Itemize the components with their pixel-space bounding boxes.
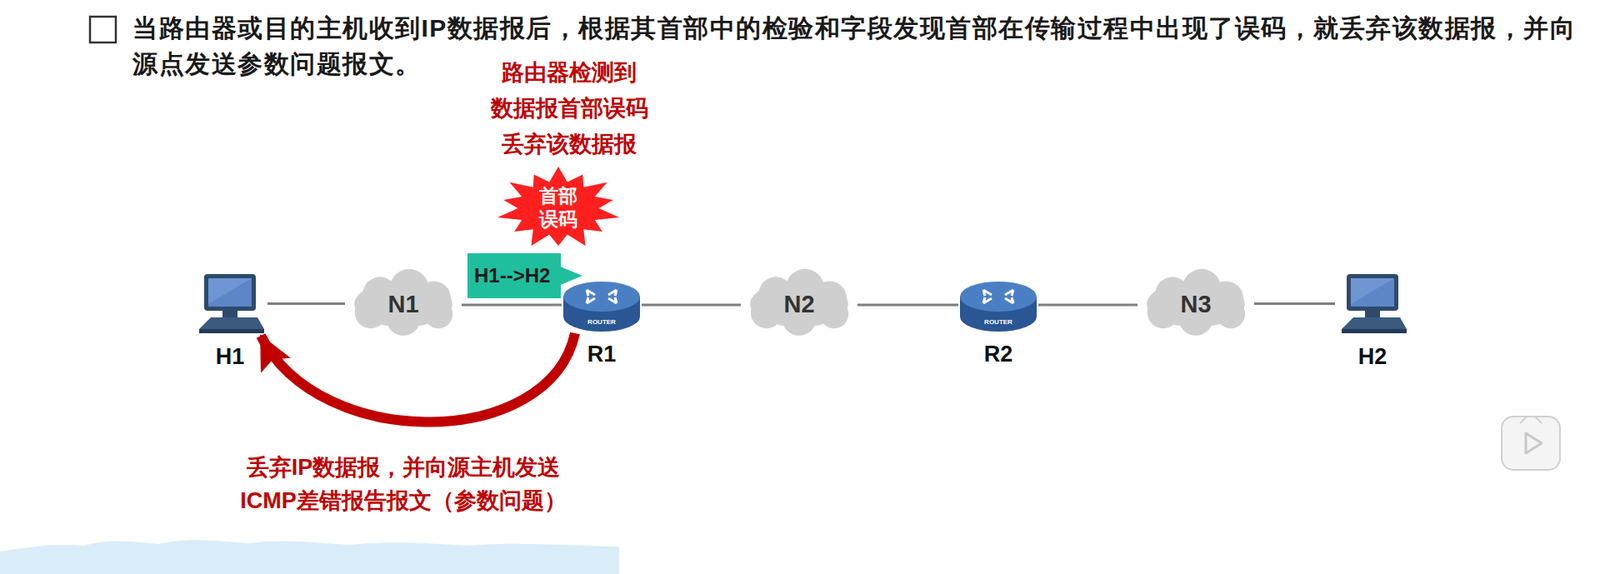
pc-shape [192,270,268,336]
node-text: N3 [1180,290,1211,319]
link-line [461,304,562,307]
network-cloud: N2 [740,268,858,340]
node-text: N2 [783,290,815,319]
callout-text: 路由器检测到 数据报首部误码 丢弃该数据报 [483,55,655,163]
network-cloud: N3 [1137,268,1255,340]
link-line [857,304,959,307]
host-computer: H1 [192,270,268,336]
node-label: R1 [587,341,617,367]
pc-shape [1335,270,1410,336]
router-brand-text: ROUTER [587,318,616,326]
node-text: H1-->H2 [474,263,550,289]
node-label: H2 [1358,344,1388,370]
link-line [267,302,345,305]
datagram-arrow: H1-->H2 [467,253,583,299]
link-line [641,304,741,307]
router-brand-text: ROUTER [984,318,1013,326]
play-button [1501,416,1560,470]
host-computer: H2 [1335,270,1410,336]
node-label: R2 [984,341,1014,367]
node-text: 首部 误码 [536,185,581,231]
error-starburst: 首部 误码 [495,166,621,250]
link-line [1038,304,1138,307]
edge-label: 丢弃IP数据报，并向源主机发送 ICMP差错报告报文（参数问题） [211,450,595,518]
node-label: H1 [215,344,245,370]
checkbox [90,16,116,43]
title-text: 当路由器或目的主机收到IP数据报后，根据其首部中的检验和字段发现首部在传输过程中… [132,10,1583,82]
router: R2ROUTER [958,278,1039,334]
link-line [1254,302,1335,305]
router: R1ROUTER [561,278,642,334]
node-text: N1 [387,290,419,319]
wave-decoration [0,540,620,574]
network-cloud: N1 [345,268,462,340]
error-report-arrow [260,333,575,423]
